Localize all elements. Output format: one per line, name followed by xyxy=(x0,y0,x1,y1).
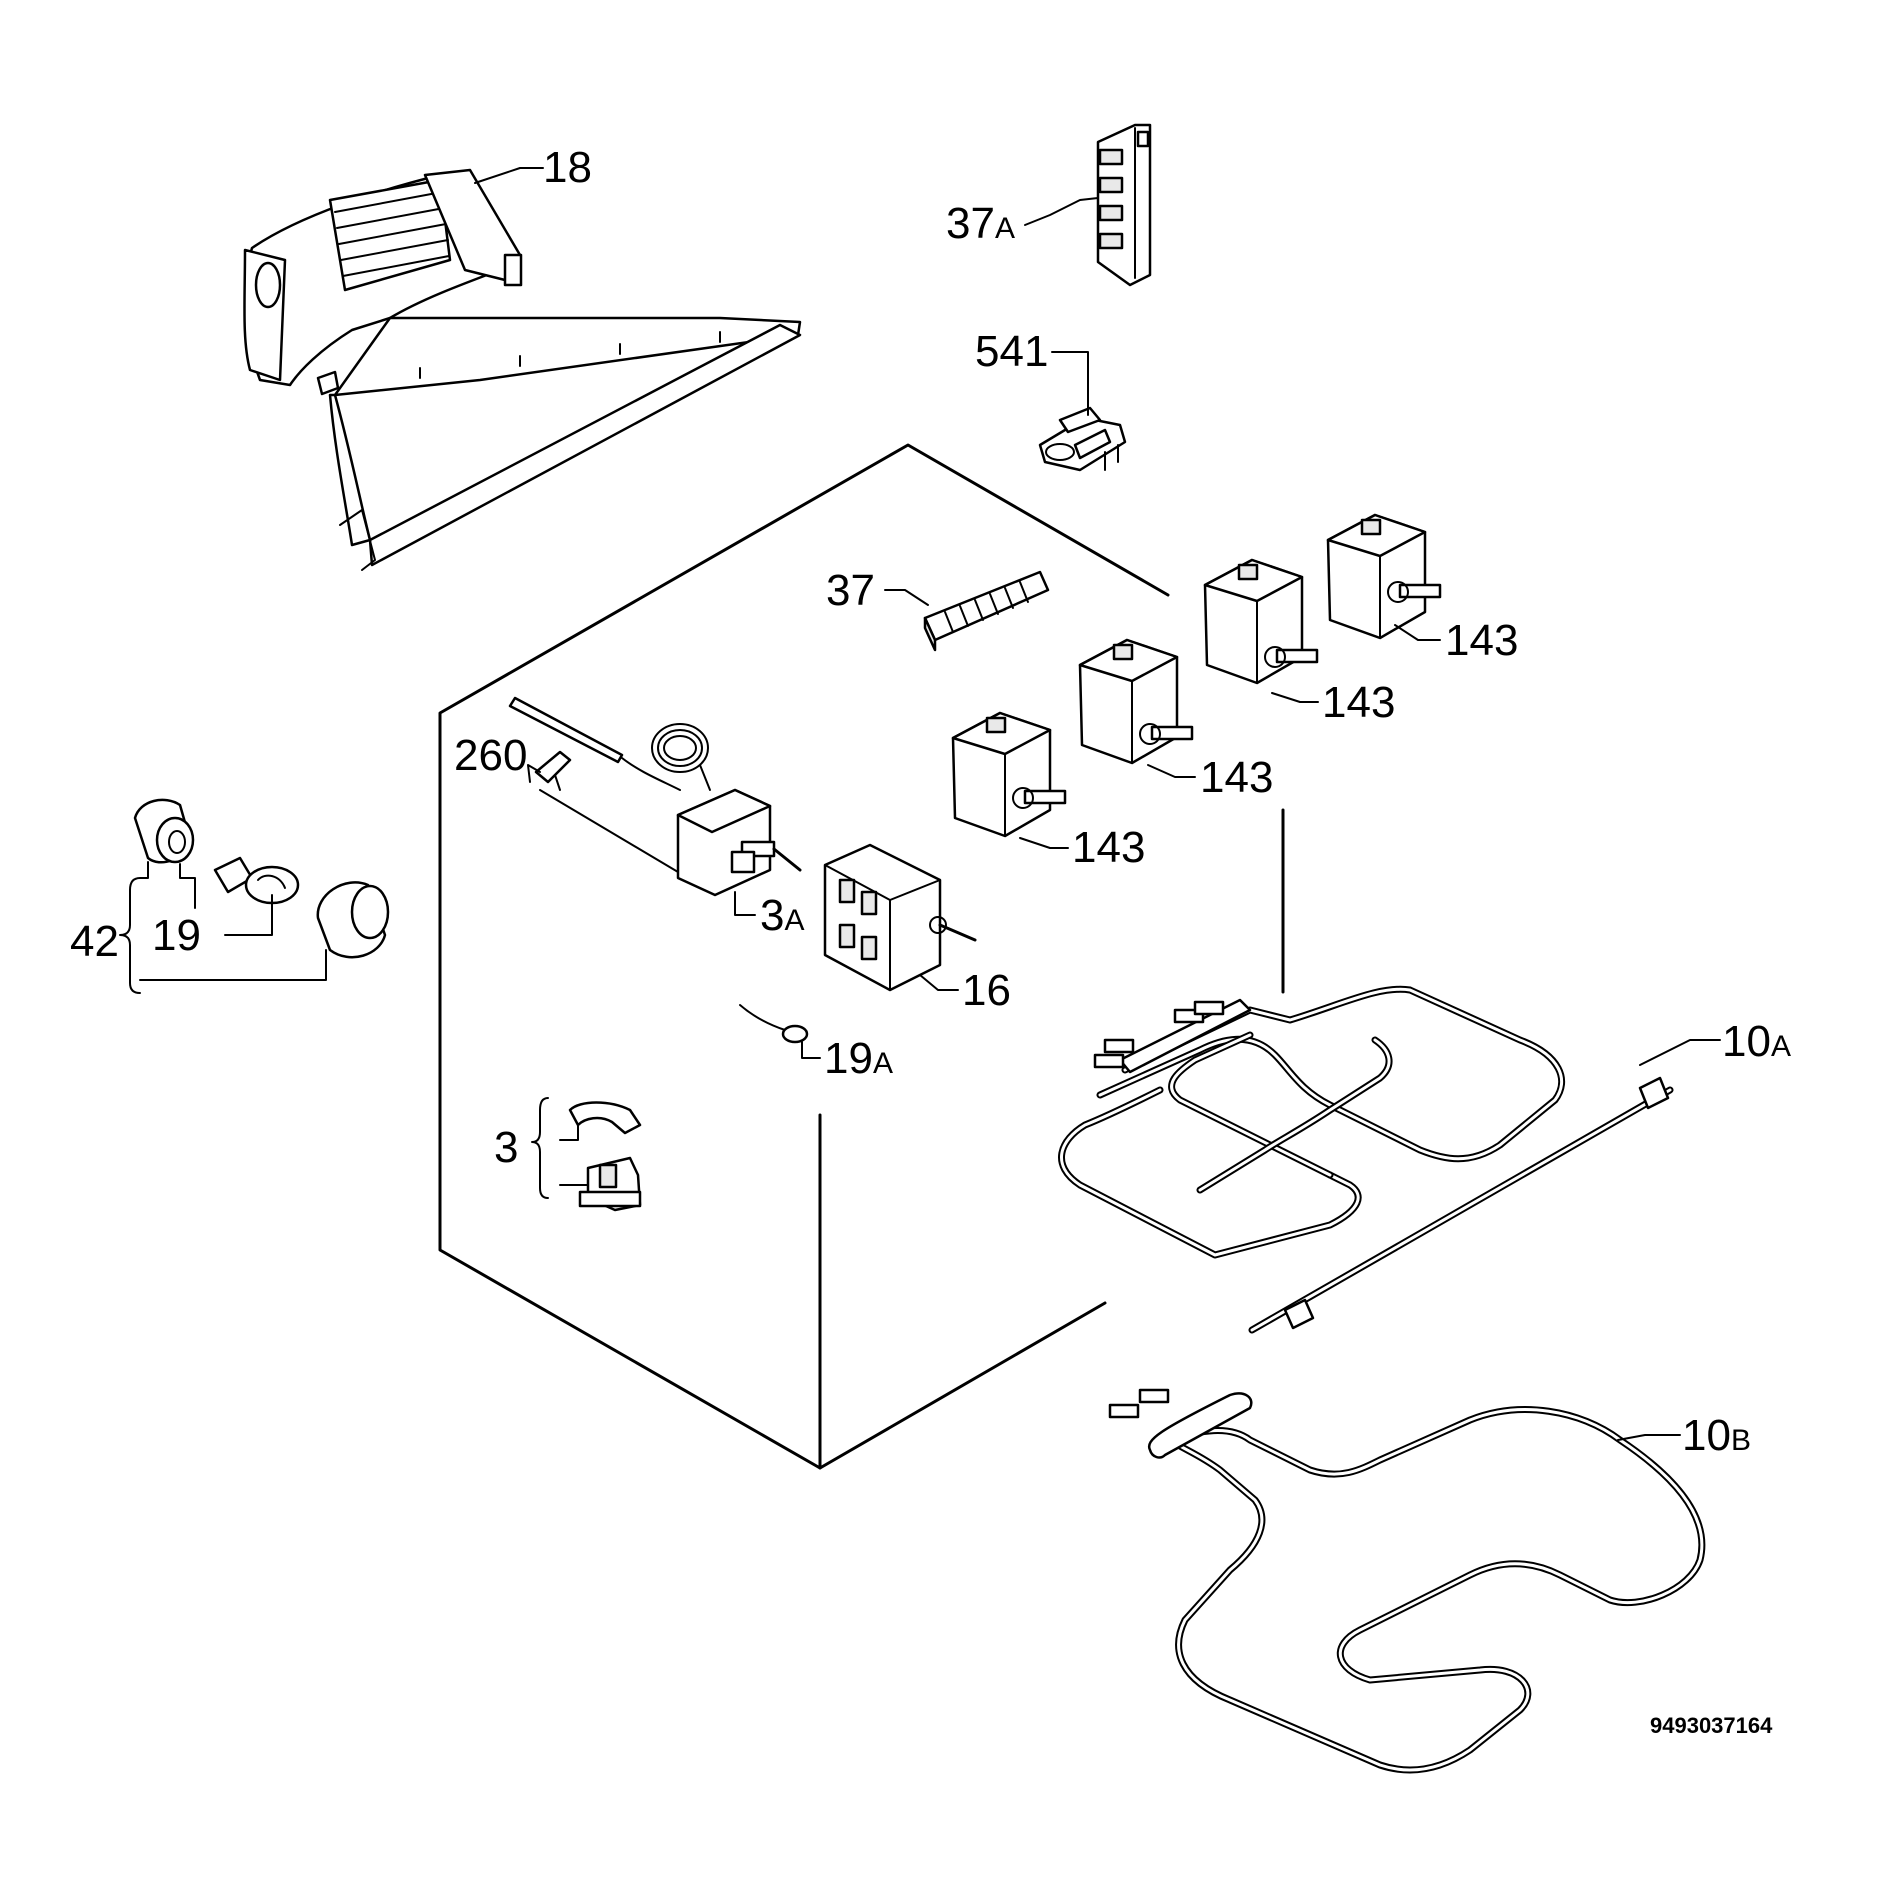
part-18-air-duct xyxy=(243,168,802,571)
callout-19: 19 xyxy=(152,911,201,960)
callout-10a: 10A xyxy=(1722,1017,1791,1066)
callout-42: 42 xyxy=(70,917,119,966)
part-143-energy-regulator-3 xyxy=(1203,558,1319,685)
callout-143-1: 143 xyxy=(1072,823,1145,872)
document-number: 9493037164 xyxy=(1650,1713,1773,1738)
part-260-capillary-clip xyxy=(527,750,572,791)
oven-cavity-outline xyxy=(438,443,1285,1470)
callout-541: 541 xyxy=(975,327,1048,376)
part-10a-grill-element xyxy=(1058,985,1674,1334)
part-3-clips xyxy=(568,1101,642,1212)
part-143-energy-regulator-1 xyxy=(951,711,1067,838)
callout-260: 260 xyxy=(454,731,527,780)
callout-19a: 19A xyxy=(824,1034,893,1083)
callout-143-3: 143 xyxy=(1322,678,1395,727)
leader-3a xyxy=(734,891,756,916)
part-143-energy-regulator-4 xyxy=(1326,513,1442,640)
leader-37a xyxy=(1024,197,1099,226)
leaders-143 xyxy=(1019,624,1441,849)
leader-10a xyxy=(1639,1039,1721,1066)
callout-37a: 37A xyxy=(946,199,1015,248)
callout-16: 16 xyxy=(962,966,1011,1015)
callout-3: 3 xyxy=(494,1123,518,1172)
part-10b-bottom-element xyxy=(1108,1388,1706,1774)
callout-143-2: 143 xyxy=(1200,753,1273,802)
leader-16 xyxy=(919,974,959,991)
part-541-door-switch xyxy=(1038,406,1127,472)
leader-37 xyxy=(884,589,929,606)
leader-18 xyxy=(474,167,544,184)
bracket-3 xyxy=(531,1097,589,1199)
leader-19a xyxy=(801,1041,821,1059)
callout-37: 37 xyxy=(826,566,875,615)
callout-18: 18 xyxy=(543,143,592,192)
bracket-42 xyxy=(119,861,327,994)
callout-143-4: 143 xyxy=(1445,616,1518,665)
part-16-selector-switch xyxy=(823,843,977,992)
callout-10b: 10B xyxy=(1682,1411,1751,1460)
part-37a-terminal-bracket xyxy=(1096,123,1152,287)
part-19a-indicator-lamp xyxy=(739,1004,809,1044)
part-lamp-cover xyxy=(316,881,390,959)
part-143-energy-regulator-2 xyxy=(1078,638,1194,765)
leader-541 xyxy=(1051,351,1089,416)
leader-10b xyxy=(1617,1434,1681,1441)
callout-3a: 3A xyxy=(760,891,805,940)
part-37-terminal-block xyxy=(923,570,1050,652)
part-19-lamp-bulb xyxy=(213,856,300,905)
part-lamp-holder xyxy=(133,798,195,864)
part-3a-thermostat xyxy=(508,696,802,897)
